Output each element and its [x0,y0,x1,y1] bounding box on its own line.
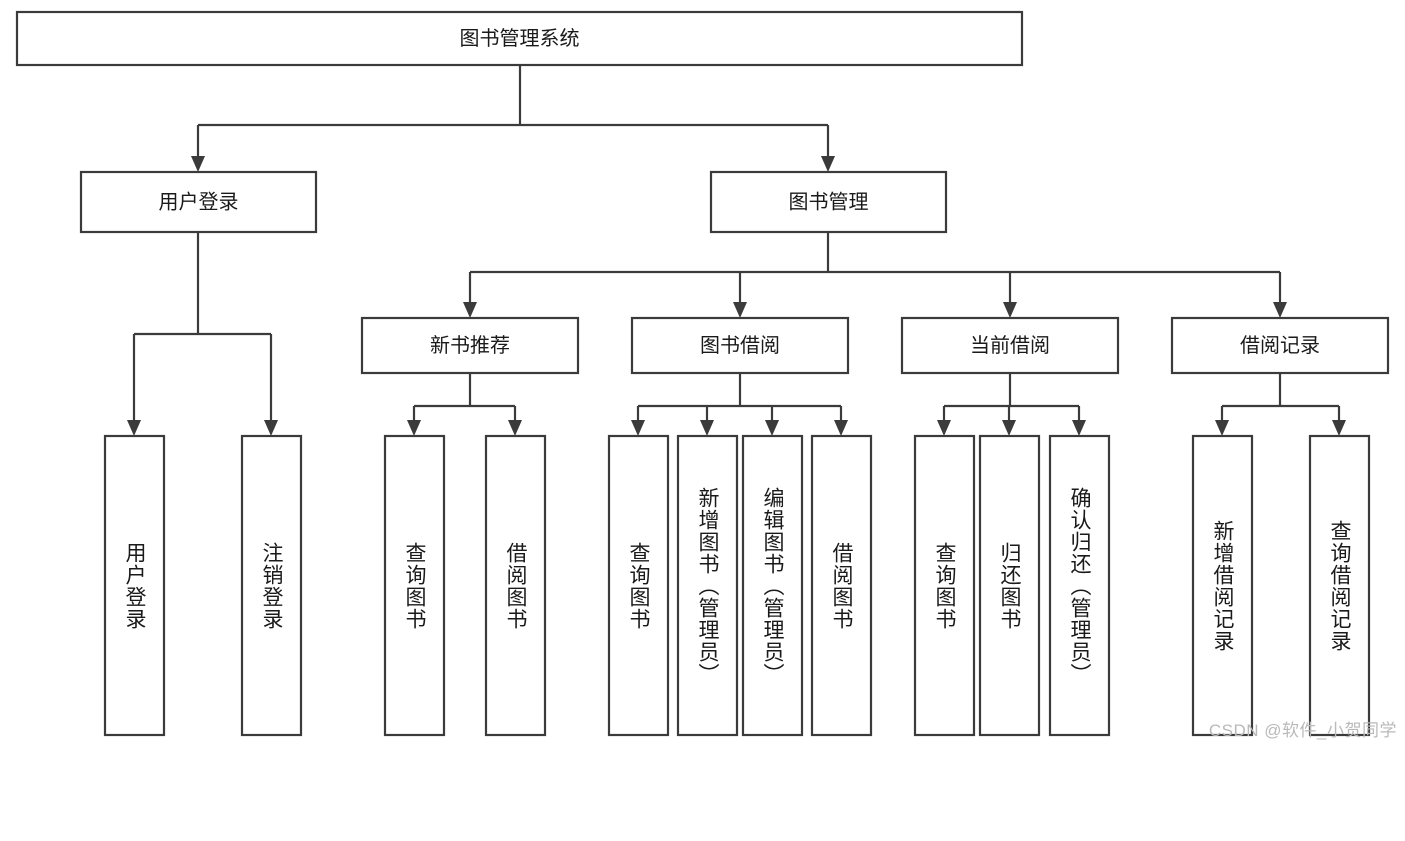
arrow-head-icon [508,420,522,436]
node-label-level2-1: 图书管理 [789,190,869,213]
arrow-head-icon [821,156,835,172]
node-label-level3-0: 新书推荐 [430,334,510,357]
arrow-head-icon [463,302,477,318]
node-box-leaf-2 [383,434,446,737]
arrow-head-icon [1215,420,1229,436]
box-layer [15,10,1390,737]
node-box-leaf-0 [103,434,166,737]
node-box-leaf-3 [484,434,547,737]
node-box-level3-0 [360,316,580,375]
connector-group [191,65,835,172]
connector-group [631,373,848,436]
node-label-level3-1: 图书借阅 [700,334,780,357]
node-box-leaf-12 [1308,434,1371,737]
connector-group [1215,373,1346,436]
node-label-level3-2: 当前借阅 [970,334,1050,357]
node-box-level2-1 [709,170,948,234]
arrow-head-icon [1273,302,1287,318]
arrow-head-icon [1072,420,1086,436]
arrow-head-icon [127,420,141,436]
arrow-head-icon [765,420,779,436]
node-box-level3-3 [1170,316,1390,375]
connector-group [407,373,522,436]
node-label-level3-3: 借阅记录 [1240,334,1320,357]
node-box-leaf-9 [978,434,1041,737]
node-box-root [15,10,1024,67]
org-chart-diagram: 图书管理系统用户登录图书管理新书推荐图书借阅当前借阅借阅记录 用户登录注销登录查… [15,10,1397,740]
arrow-head-icon [191,156,205,172]
arrow-head-icon [834,420,848,436]
node-box-leaf-8 [913,434,976,737]
arrow-head-icon [1003,302,1017,318]
node-box-level2-0 [79,170,318,234]
node-box-level3-2 [900,316,1120,375]
connector-group [937,373,1086,436]
arrow-head-icon [407,420,421,436]
node-box-leaf-11 [1191,434,1254,737]
connector-group [463,232,1287,318]
connector-group [127,232,278,436]
arrow-head-icon [1332,420,1346,436]
node-box-leaf-5 [676,434,739,737]
node-box-leaf-10 [1048,434,1111,737]
arrow-head-icon [1002,420,1016,436]
node-box-leaf-4 [607,434,670,737]
arrow-head-icon [264,420,278,436]
arrow-head-icon [631,420,645,436]
arrow-head-icon [700,420,714,436]
node-box-leaf-6 [741,434,804,737]
node-label-root: 图书管理系统 [460,27,580,50]
node-box-leaf-7 [810,434,873,737]
arrow-head-icon [937,420,951,436]
arrow-head-icon [733,302,747,318]
node-box-level3-1 [630,316,850,375]
node-box-leaf-1 [240,434,303,737]
node-label-level2-0: 用户登录 [159,190,239,213]
watermark-credit: CSDN @软件_小贺同学 [1208,721,1397,740]
connector-layer [127,65,1346,436]
